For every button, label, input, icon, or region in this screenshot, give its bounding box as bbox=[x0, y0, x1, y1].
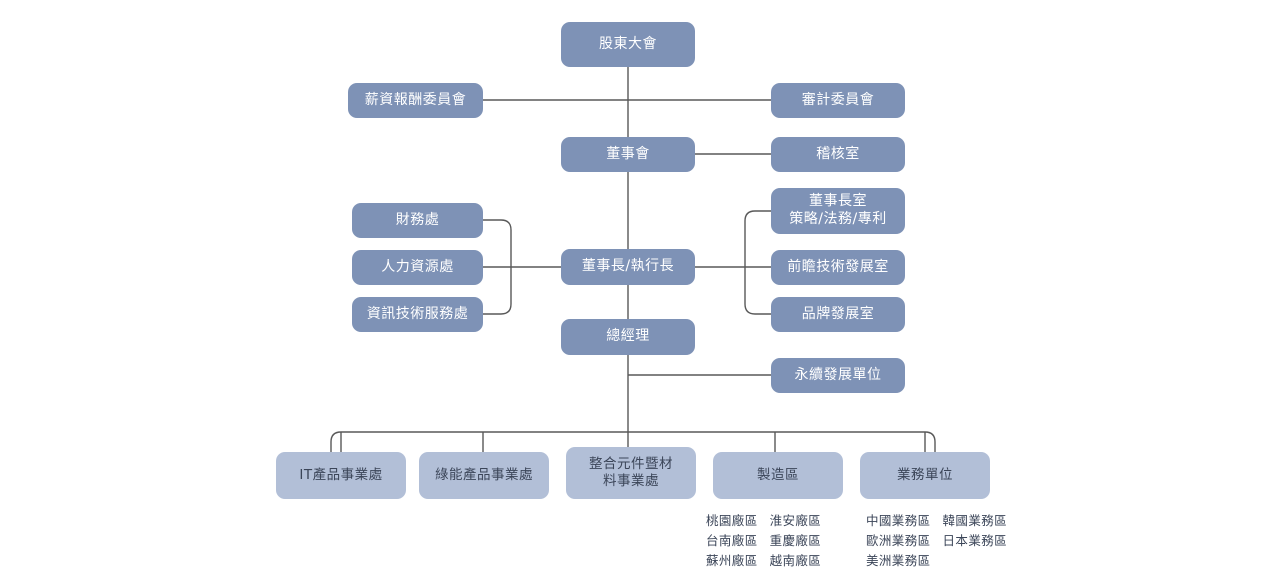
sales-region-item: 韓國業務區 bbox=[942, 513, 1008, 528]
manufacturing-site-item: 蘇州廠區 bbox=[706, 553, 758, 569]
node-label: 薪資報酬委員會 bbox=[364, 91, 467, 108]
node-audit-committee[interactable]: 審計委員會 bbox=[771, 83, 905, 118]
manufacturing-site-list: 桃園廠區台南廠區蘇州廠區 淮安廠區重慶廠區越南廠區 bbox=[706, 512, 821, 570]
node-label: 董事會 bbox=[606, 145, 650, 162]
node-sales-unit[interactable]: 業務單位 bbox=[860, 452, 990, 499]
node-label: 前瞻技術發展室 bbox=[787, 258, 889, 275]
sales-region-item: 美洲業務區 bbox=[866, 553, 931, 569]
node-label: IT產品事業處 bbox=[299, 466, 383, 483]
node-label: 業務單位 bbox=[897, 466, 953, 483]
node-advanced-tech-office[interactable]: 前瞻技術發展室 bbox=[771, 250, 905, 285]
node-chairman-ceo[interactable]: 董事長/執行長 bbox=[561, 249, 695, 285]
node-label: 綠能產品事業處 bbox=[435, 466, 533, 483]
node-label: 董事長室 策略/法務/專利 bbox=[789, 193, 887, 227]
node-integrated-component-bu[interactable]: 整合元件暨材 料事業處 bbox=[566, 447, 696, 499]
node-label: 稽核室 bbox=[816, 145, 860, 162]
node-compensation-committee[interactable]: 薪資報酬委員會 bbox=[348, 83, 483, 118]
node-label: 股東大會 bbox=[599, 35, 657, 52]
node-green-energy-bu[interactable]: 綠能產品事業處 bbox=[419, 452, 549, 499]
node-hr-division[interactable]: 人力資源處 bbox=[352, 250, 483, 285]
node-label: 董事長/執行長 bbox=[581, 258, 675, 275]
node-manufacturing-zone[interactable]: 製造區 bbox=[713, 452, 843, 499]
manufacturing-site-item: 淮安廠區 bbox=[769, 513, 822, 528]
node-label: 製造區 bbox=[757, 466, 799, 483]
node-label: 人力資源處 bbox=[381, 258, 454, 275]
node-finance-division[interactable]: 財務處 bbox=[352, 203, 483, 238]
manufacturing-site-item: 越南廠區 bbox=[769, 553, 822, 569]
node-label: 審計委員會 bbox=[801, 91, 875, 108]
sales-region-item: 日本業務區 bbox=[942, 533, 1008, 549]
node-it-product-bu[interactable]: IT產品事業處 bbox=[276, 452, 406, 499]
node-label: 品牌發展室 bbox=[801, 305, 875, 322]
node-audit-office[interactable]: 稽核室 bbox=[771, 137, 905, 172]
node-chairman-office[interactable]: 董事長室 策略/法務/專利 bbox=[771, 188, 905, 234]
manufacturing-site-item: 重慶廠區 bbox=[769, 533, 822, 549]
sales-region-item: 中國業務區 bbox=[866, 513, 931, 528]
node-label: 整合元件暨材 料事業處 bbox=[589, 455, 673, 489]
sales-region-list: 中國業務區歐洲業務區美洲業務區 韓國業務區日本業務區 bbox=[866, 512, 1007, 570]
node-label: 財務處 bbox=[395, 211, 440, 228]
node-board-of-directors[interactable]: 董事會 bbox=[561, 137, 695, 172]
node-label: 永續發展單位 bbox=[794, 366, 882, 383]
node-brand-development-office[interactable]: 品牌發展室 bbox=[771, 297, 905, 332]
sales-region-item: 歐洲業務區 bbox=[866, 533, 931, 549]
node-label: 資訊技術服務處 bbox=[366, 305, 469, 322]
node-general-manager[interactable]: 總經理 bbox=[561, 319, 695, 355]
node-shareholders-meeting[interactable]: 股東大會 bbox=[561, 22, 695, 67]
manufacturing-site-item: 桃園廠區 bbox=[706, 513, 758, 528]
node-it-service-division[interactable]: 資訊技術服務處 bbox=[352, 297, 483, 332]
node-sustainability-unit[interactable]: 永續發展單位 bbox=[771, 358, 905, 393]
manufacturing-site-item: 台南廠區 bbox=[706, 533, 758, 549]
node-label: 總經理 bbox=[606, 328, 650, 345]
